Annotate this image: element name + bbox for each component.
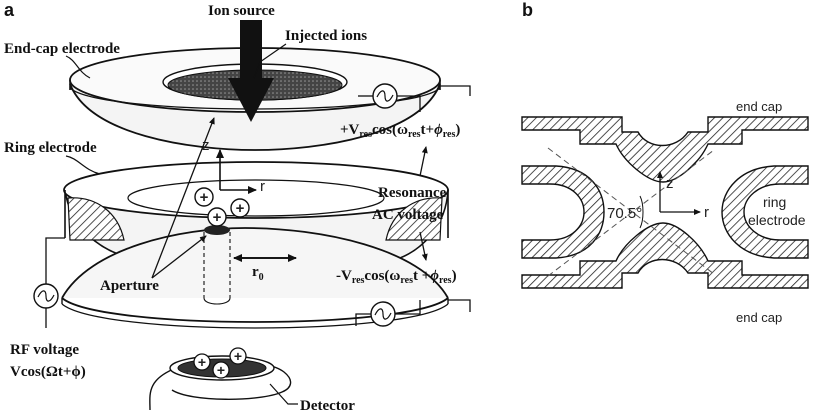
- panel-a-letter: a: [4, 0, 15, 20]
- trap-ion: [230, 198, 250, 218]
- ring-electrode-label-line1: ring: [763, 194, 786, 210]
- resonance-arrow-up: [419, 146, 428, 177]
- plus-vres-expression: +Vrescos(ωrest+ϕres): [340, 122, 460, 140]
- resonance-label-line2: AC voltage: [372, 207, 444, 223]
- angle-label: 70.5°: [607, 205, 642, 222]
- aperture-cylinder: [203, 232, 231, 305]
- trap-axes: z r: [202, 137, 265, 195]
- cross-section-bottom-end-cap: [521, 222, 809, 289]
- rf-voltage-source: [33, 237, 65, 328]
- ion-sign: +: [213, 209, 222, 226]
- r0-arrow: r0: [233, 254, 297, 283]
- ion-sign: +: [217, 362, 225, 378]
- detector-ion: [212, 361, 230, 379]
- bottom-end-cap-electrode: [61, 225, 449, 329]
- r0-label: r0: [252, 264, 264, 283]
- end-cap-electrode-label: End-cap electrode: [4, 41, 120, 57]
- plus-resonance-source: [358, 83, 471, 112]
- ion-sign: +: [236, 200, 245, 217]
- cross-section-z-label: z: [666, 175, 674, 192]
- cross-section-r-label: r: [704, 204, 709, 221]
- aperture-pointers: Aperture: [100, 117, 215, 294]
- trap-axis-z-label: z: [202, 137, 210, 154]
- ring-electrode-leader: [65, 155, 101, 175]
- end-cap-top-label: end cap: [736, 99, 782, 114]
- rf-voltage-label: RF voltage: [10, 342, 79, 358]
- end-cap-bottom-label: end cap: [736, 310, 782, 325]
- detector-leader: [269, 383, 298, 405]
- end-cap-leader: [65, 55, 91, 79]
- detector-ion: [193, 353, 211, 371]
- detector-ion: [229, 347, 247, 365]
- ring-electrode-label: Ring electrode: [4, 140, 97, 156]
- injected-ions-leader: [253, 43, 287, 79]
- trap-ions: + + +: [194, 187, 250, 227]
- cross-section-left-ring: [521, 165, 605, 259]
- detector: + + +: [149, 347, 292, 411]
- trap-ion: [207, 207, 227, 227]
- injected-ions-label: Injected ions: [285, 28, 367, 44]
- ion-sign: +: [234, 348, 242, 364]
- ion-source-arrow: [228, 20, 274, 122]
- trap-axis-r-label: r: [260, 178, 265, 195]
- trap-ion: [194, 187, 214, 207]
- panel-a: a: [4, 0, 471, 414]
- minus-resonance-source: [355, 299, 471, 327]
- asymptote-line: [547, 147, 715, 275]
- resonance-label-line1: Resonance: [378, 185, 447, 201]
- rf-voltage-expression: Vcos(Ωt+ϕ): [10, 364, 86, 380]
- panel-b-letter: b: [522, 0, 533, 20]
- ring-electrode-label-line2: electrode: [748, 212, 806, 228]
- resonance-arrow-down: [419, 231, 428, 261]
- angle-arc: [639, 195, 644, 229]
- ion-sign: +: [200, 189, 209, 206]
- detector-label: Detector: [300, 398, 355, 414]
- ion-sign: +: [198, 354, 206, 370]
- minus-vres-expression: -Vrescos(ωrest +ϕres): [336, 268, 457, 286]
- cross-section-right-ring: [721, 165, 809, 259]
- aperture-label: Aperture: [100, 278, 159, 294]
- ion-source-label: Ion source: [208, 3, 275, 19]
- panel-b: b z r 70.5° end cap end cap ring electro…: [521, 0, 809, 325]
- asymptote-line: [547, 149, 715, 277]
- cross-section-top-end-cap: [521, 116, 809, 183]
- top-end-cap-electrode: [69, 47, 441, 151]
